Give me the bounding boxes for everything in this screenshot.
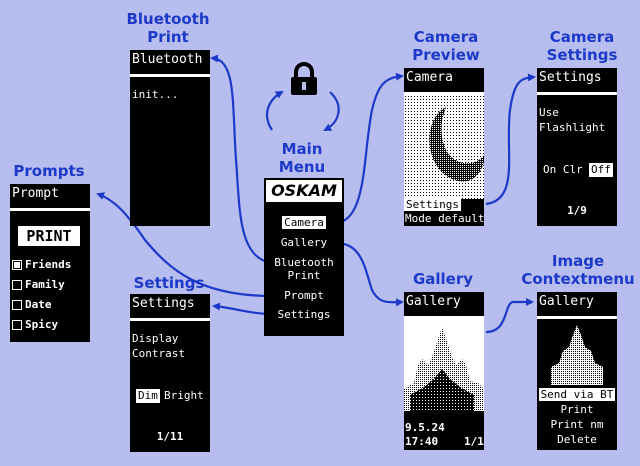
option-dim[interactable]: Dim [136, 389, 160, 403]
checkbox-icon[interactable] [12, 280, 22, 290]
menu-item-settings[interactable]: Settings [277, 308, 331, 321]
gallery-page: 1/1 [464, 435, 484, 448]
screen-title: Settings [539, 70, 602, 85]
setting-line1: Use [539, 106, 559, 119]
image-contextmenu-screen: Gallery Send via BT Print Print nm Delet… [537, 292, 617, 450]
checkbox-icon[interactable] [12, 260, 22, 270]
print-label: PRINT [18, 226, 80, 246]
camera-menu-mode[interactable]: Mode default [405, 212, 484, 225]
context-item-print-nm[interactable]: Print nm [550, 418, 604, 431]
page-indicator: 1/9 [567, 204, 587, 217]
caption-gallery: Gallery [412, 270, 474, 288]
bluetooth-status: init... [132, 88, 179, 101]
prompt-option[interactable]: Spicy [12, 318, 58, 332]
arrow-gallery [329, 242, 404, 307]
camera-settings-screen: Settings Use Flashlight On Clr Off 1/9 [537, 68, 617, 226]
context-item-print[interactable]: Print [560, 403, 594, 416]
caption-image-contextmenu: Image Contextmenu [521, 252, 635, 288]
caption-bluetooth-print: Bluetooth Print [126, 10, 210, 46]
arrow-bluetooth [210, 54, 273, 265]
prompt-option[interactable]: Family [12, 278, 65, 292]
screen-title: Gallery [539, 294, 594, 309]
setting-label: On Clr [543, 163, 583, 176]
menu-item-gallery[interactable]: Gallery [280, 236, 328, 249]
arrow-lock-down [323, 91, 340, 131]
caption-prompts: Prompts [13, 162, 85, 180]
page-indicator: 1/11 [156, 430, 184, 443]
setting-line1: Display [132, 332, 179, 345]
setting-value-off[interactable]: Off [589, 163, 613, 177]
prompt-option[interactable]: Date [12, 298, 52, 312]
arrow-camera [329, 72, 404, 226]
option-bright[interactable]: Bright [164, 389, 204, 402]
bluetooth-screen: Bluetooth init... [130, 50, 210, 226]
gallery-date: 9.5.24 [405, 421, 445, 434]
prompts-screen: Prompt PRINT Friends Family Date Spicy [10, 184, 90, 342]
menu-item-prompt[interactable]: Prompt [284, 289, 324, 302]
checkbox-icon[interactable] [12, 320, 22, 330]
camera-preview-image [404, 95, 484, 199]
context-thumbnail [537, 319, 617, 385]
setting-line2: Flashlight [539, 121, 606, 134]
settings-screen: Settings Display Contrast Dim Bright 1/1… [130, 294, 210, 452]
context-item-send-bt[interactable]: Send via BT [538, 388, 616, 401]
caption-camera-settings: Camera Settings [546, 28, 618, 64]
lock-icon [291, 62, 317, 95]
oskam-logo: OSKAM [266, 180, 342, 202]
arrow-prompt [96, 192, 273, 298]
context-item-delete[interactable]: Delete [557, 433, 597, 446]
main-menu-screen: OSKAM Camera Gallery Bluetooth Print Pro… [264, 178, 344, 336]
screen-title: Camera [406, 70, 453, 85]
gallery-thumbnail [404, 319, 484, 423]
arrow-camera-settings [485, 73, 536, 206]
caption-camera-preview: Camera Preview [412, 28, 480, 64]
gallery-time: 17:40 [405, 435, 439, 448]
screen-title: Bluetooth [132, 52, 203, 67]
prompt-option[interactable]: Friends [12, 258, 71, 272]
caption-settings: Settings [133, 274, 205, 292]
arrow-lock-up [265, 91, 284, 131]
arrow-image-context [485, 298, 534, 334]
setting-line2: Contrast [132, 347, 185, 360]
caption-main-menu: Main Menu [278, 140, 326, 176]
gallery-screen: Gallery 9.5.24 17:40 1/1 [404, 292, 484, 450]
camera-menu-settings[interactable]: Settings [404, 198, 461, 211]
menu-item-bluetooth-print[interactable]: Bluetooth Print [274, 256, 334, 282]
screen-title: Prompt [12, 186, 59, 201]
checkbox-icon[interactable] [12, 300, 22, 310]
screen-title: Settings [132, 296, 195, 311]
screen-title: Gallery [406, 294, 461, 309]
menu-item-camera[interactable]: Camera [282, 216, 326, 229]
camera-preview-screen: Camera Settings Mode default [404, 68, 484, 226]
